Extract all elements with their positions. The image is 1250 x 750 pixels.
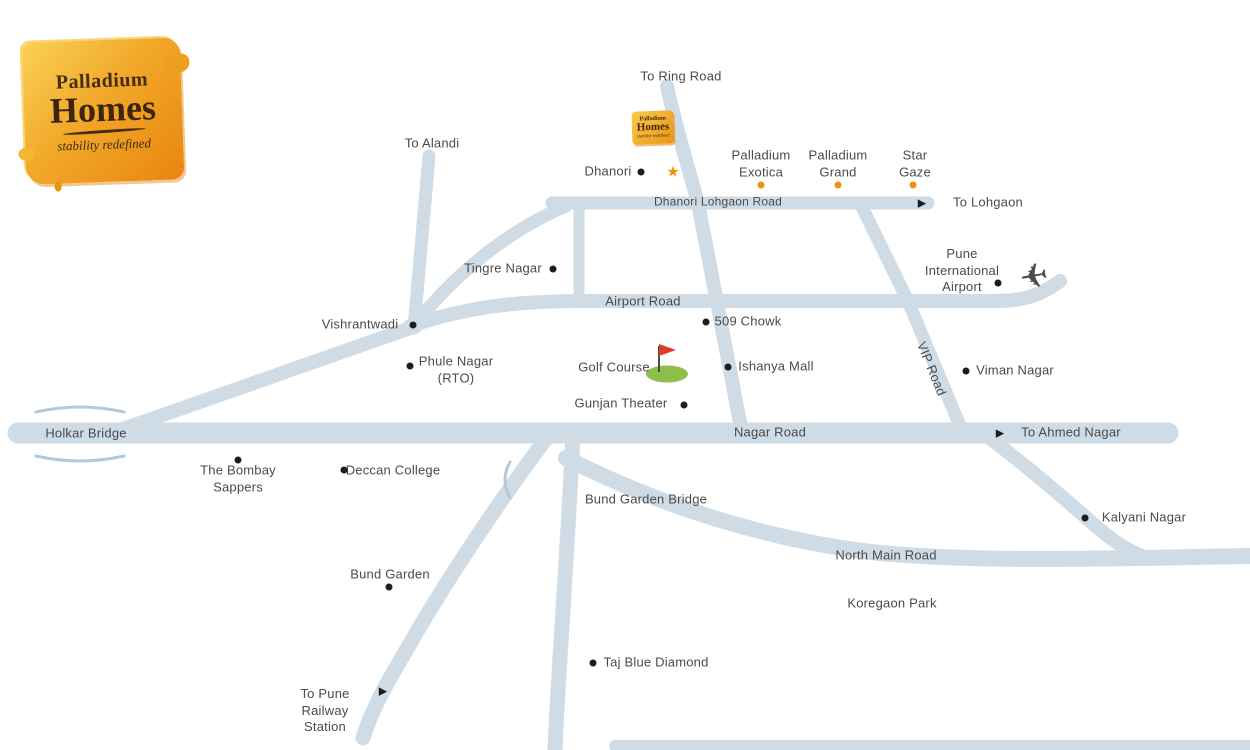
map-label-deccan-college: Deccan College [345,462,441,478]
palladium-site-star-icon: ★ [666,162,680,181]
map-label-pune-international-airport: Pune International Airport [924,246,1000,295]
ishanya-mall-dot-marker [724,363,732,371]
road-to-railway-station [355,428,556,746]
map-label-bund-garden: Bund Garden [350,566,430,582]
509-chowk-dot-marker [702,318,710,326]
palladium-grand-dot-marker [834,181,842,189]
map-label-nagar-road: Nagar Road [733,424,807,440]
map-label-to-ring-road: To Ring Road [640,68,722,84]
map-label-to-alandi: To Alandi [404,135,460,151]
taj-blue-diamond-dot-marker [589,659,597,667]
road-bund-garden-bridge [547,425,581,750]
map-label-north-main-road: North Main Road [835,547,937,563]
road-north-main [558,450,1250,568]
logo-tagline: stability redefined [57,134,152,154]
road-kalyani-diagonal [976,426,1155,565]
bund-garden-dot-marker [385,583,393,591]
bund-bridge-mark [503,460,512,500]
map-label-holkar-bridge: Holkar Bridge [45,425,127,441]
map-label-golf-course: Golf Course [578,359,650,375]
map-label-dhanori: Dhanori [584,163,632,179]
site-mini-logo: Palladium Homes stability redefined [631,110,675,145]
holkar-bridge-mark-top [34,405,126,414]
to-ahmed-nagar-arrow-icon: ▶ [995,426,1005,440]
map-label-koregaon-park: Koregaon Park [847,595,937,611]
golf-course-green [646,344,688,383]
railway-station-arrow-icon: ▶ [378,684,388,698]
star-gaze-dot-marker [909,181,917,189]
map-label-star-gaze: Star Gaze [899,147,931,179]
map-label-dhanori-lohgaon-road: Dhanori Lohgaon Road [653,194,783,209]
road-to-ring-road [660,79,749,440]
road-airport [403,274,1067,333]
dhanori-dot-marker [637,168,645,176]
gunjan-theater-dot-marker [680,401,688,409]
golf-flag-icon [659,344,676,356]
map-label-to-lohgaon: To Lohgaon [953,194,1023,210]
map-label-viman-nagar: Viman Nagar [976,362,1054,378]
map-label-palladium-exotica: Palladium Exotica [731,147,791,179]
map-label-tingre-nagar: Tingre Nagar [464,260,542,276]
map-label-to-pune-railway-station: To Pune Railway Station [300,686,350,735]
map-label-ishanya-mall: Ishanya Mall [738,358,814,374]
road-vishrantwadi-dhanori-curve [405,199,573,335]
map-label-kalyani-nagar: Kalyani Nagar [1101,509,1187,525]
airplane-icon: ✈ [1016,254,1052,300]
map-label-bund-garden-bridge: Bund Garden Bridge [584,491,708,507]
map-label-the-bombay-sappers: The Bombay Sappers [200,462,276,494]
bombay-sappers-dot-marker [234,456,242,464]
map-label-airport-road: Airport Road [605,293,681,309]
kalyani-nagar-dot-marker [1081,514,1089,522]
road-holkar-diagonal [113,319,423,437]
viman-nagar-dot-marker [962,367,970,375]
map-label-to-ahmed-nagar: To Ahmed Nagar [1021,424,1121,440]
mini-logo-tagline: stability redefined [636,132,670,139]
airport-dot-marker [994,279,1002,287]
map-label-vishrantwadi: Vishrantwadi [321,316,399,332]
logo-brand-main: Homes [49,87,156,135]
road-vip [853,196,970,440]
map-label-gunjan-theater: Gunjan Theater [574,395,668,411]
map-label-phule-nagar-rto: Phule Nagar (RTO) [418,353,494,385]
holkar-bridge-mark-bottom [34,454,126,463]
deccan-college-dot-marker [340,466,348,474]
map-label-509-chowk: 509 Chowk [714,313,782,329]
road-to-alandi [407,149,436,335]
to-lohgaon-arrow-icon: ▶ [917,196,927,210]
palladium-homes-logo: Palladium Homes stability redefined [21,37,185,192]
tingre-nagar-dot-marker [549,265,557,273]
map-label-taj-blue-diamond: Taj Blue Diamond [603,654,709,670]
phule-nagar-dot-marker [406,362,414,370]
vishrantwadi-dot-marker [409,321,417,329]
palladium-exotica-dot-marker [757,181,765,189]
map-label-palladium-grand: Palladium Grand [808,147,868,179]
